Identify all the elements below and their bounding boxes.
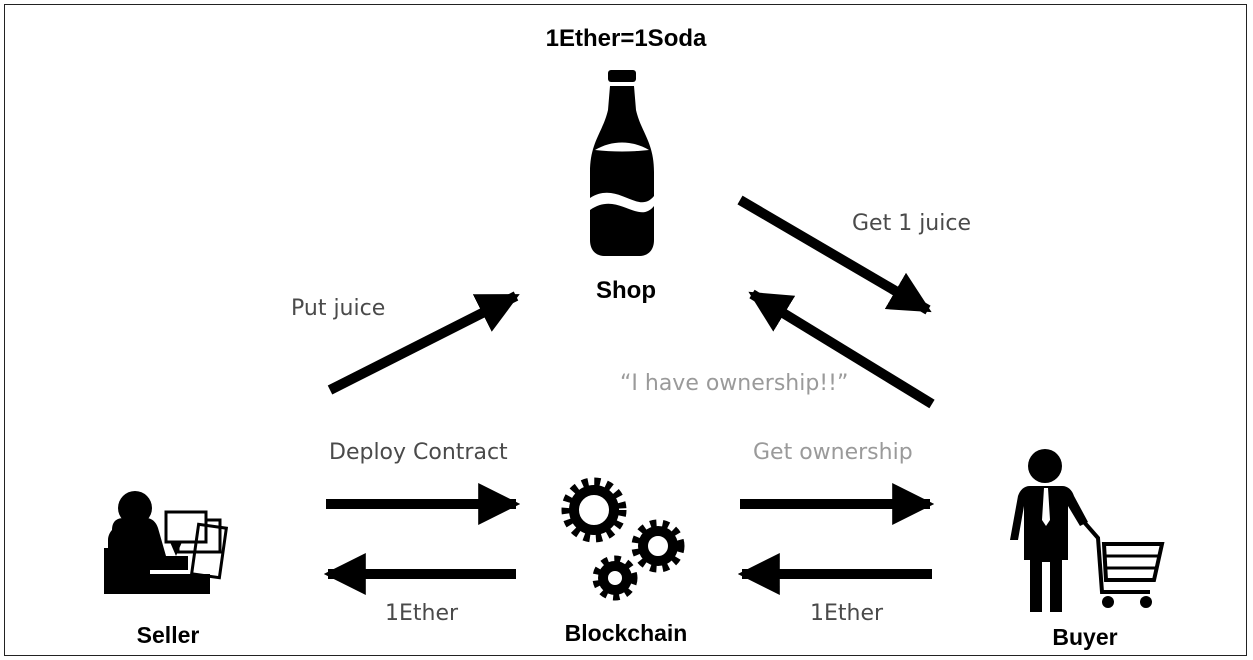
arrow-shop-to-buyer [737,195,932,315]
buyer-ether-label: 1Ether [810,601,884,626]
diagram-title: 1Ether=1Soda [546,25,707,52]
blockchain-label: Blockchain [565,620,688,646]
shopper-with-cart-icon [1010,449,1165,612]
soda-bottle-icon [590,70,654,256]
seller-ether-label: 1Ether [385,601,459,626]
deploy-contract-label: Deploy Contract [329,440,508,465]
person-at-computer-icon [104,491,229,594]
buyer-label: Buyer [1052,624,1117,650]
ownership-claim-label: “I have ownership!!” [620,371,848,396]
arrow-buyer-to-shop [748,289,935,409]
get-ownership-label: Get ownership [753,440,913,465]
put-juice-label: Put juice [291,296,385,321]
get-juice-label: Get 1 juice [852,211,971,236]
diagram-frame [4,4,1247,656]
shop-label: Shop [596,277,656,304]
arrow-seller-to-shop [327,291,520,395]
seller-label: Seller [137,622,200,648]
gears-icon [561,477,685,601]
